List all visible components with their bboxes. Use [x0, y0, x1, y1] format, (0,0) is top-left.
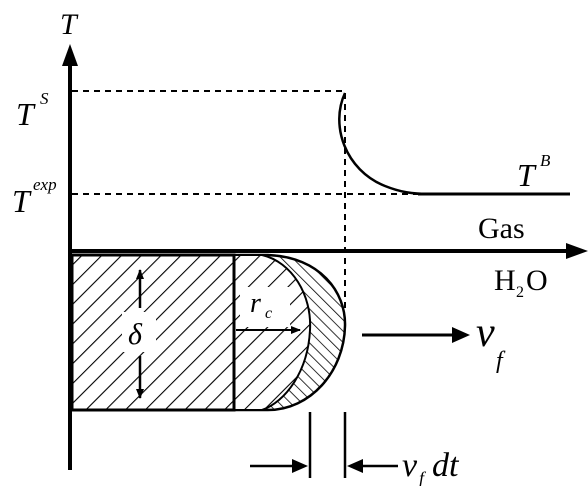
t-s-superscript: S: [40, 89, 49, 108]
t-axis-arrowhead: [62, 44, 78, 66]
rc-label: r c: [250, 288, 272, 322]
vfdt-left-arrowhead: [292, 459, 308, 473]
h2o-subscript: 2: [516, 284, 524, 301]
vfdt-v: v: [402, 447, 418, 484]
vfdt-label: v f dt: [402, 447, 460, 486]
vf-subscript: f: [496, 348, 506, 374]
h2o-o: O: [526, 264, 548, 297]
t-axis-label: T: [60, 8, 79, 41]
t-s-label: T S: [16, 89, 49, 132]
interface-axis-arrowhead: [566, 243, 588, 259]
delta-label-background: [122, 312, 156, 352]
h2o-label: H 2 O: [494, 264, 548, 301]
vfdt-subscript: f: [419, 468, 427, 486]
t-exp-superscript: exp: [33, 175, 57, 194]
vf-base: v: [476, 310, 495, 356]
t-b-superscript: B: [540, 151, 551, 170]
rc-subscript: c: [265, 305, 272, 322]
t-exp-label: T exp: [12, 175, 57, 219]
gas-label: Gas: [478, 212, 525, 245]
h2o-h: H: [494, 264, 516, 297]
delta-label: δ: [128, 318, 143, 351]
t-s-base: T: [16, 96, 36, 132]
rc-label-background: [240, 287, 290, 327]
vfdt-rest: dt: [432, 447, 460, 484]
t-exp-base: T: [12, 183, 32, 219]
rc-base: r: [250, 288, 261, 319]
vfdt-right-arrowhead: [347, 459, 363, 473]
vf-label: v f: [476, 310, 506, 374]
t-b-label: T B: [517, 151, 551, 193]
t-b-base: T: [517, 157, 537, 193]
vf-arrowhead: [452, 327, 470, 343]
temperature-curve: [338, 92, 431, 196]
